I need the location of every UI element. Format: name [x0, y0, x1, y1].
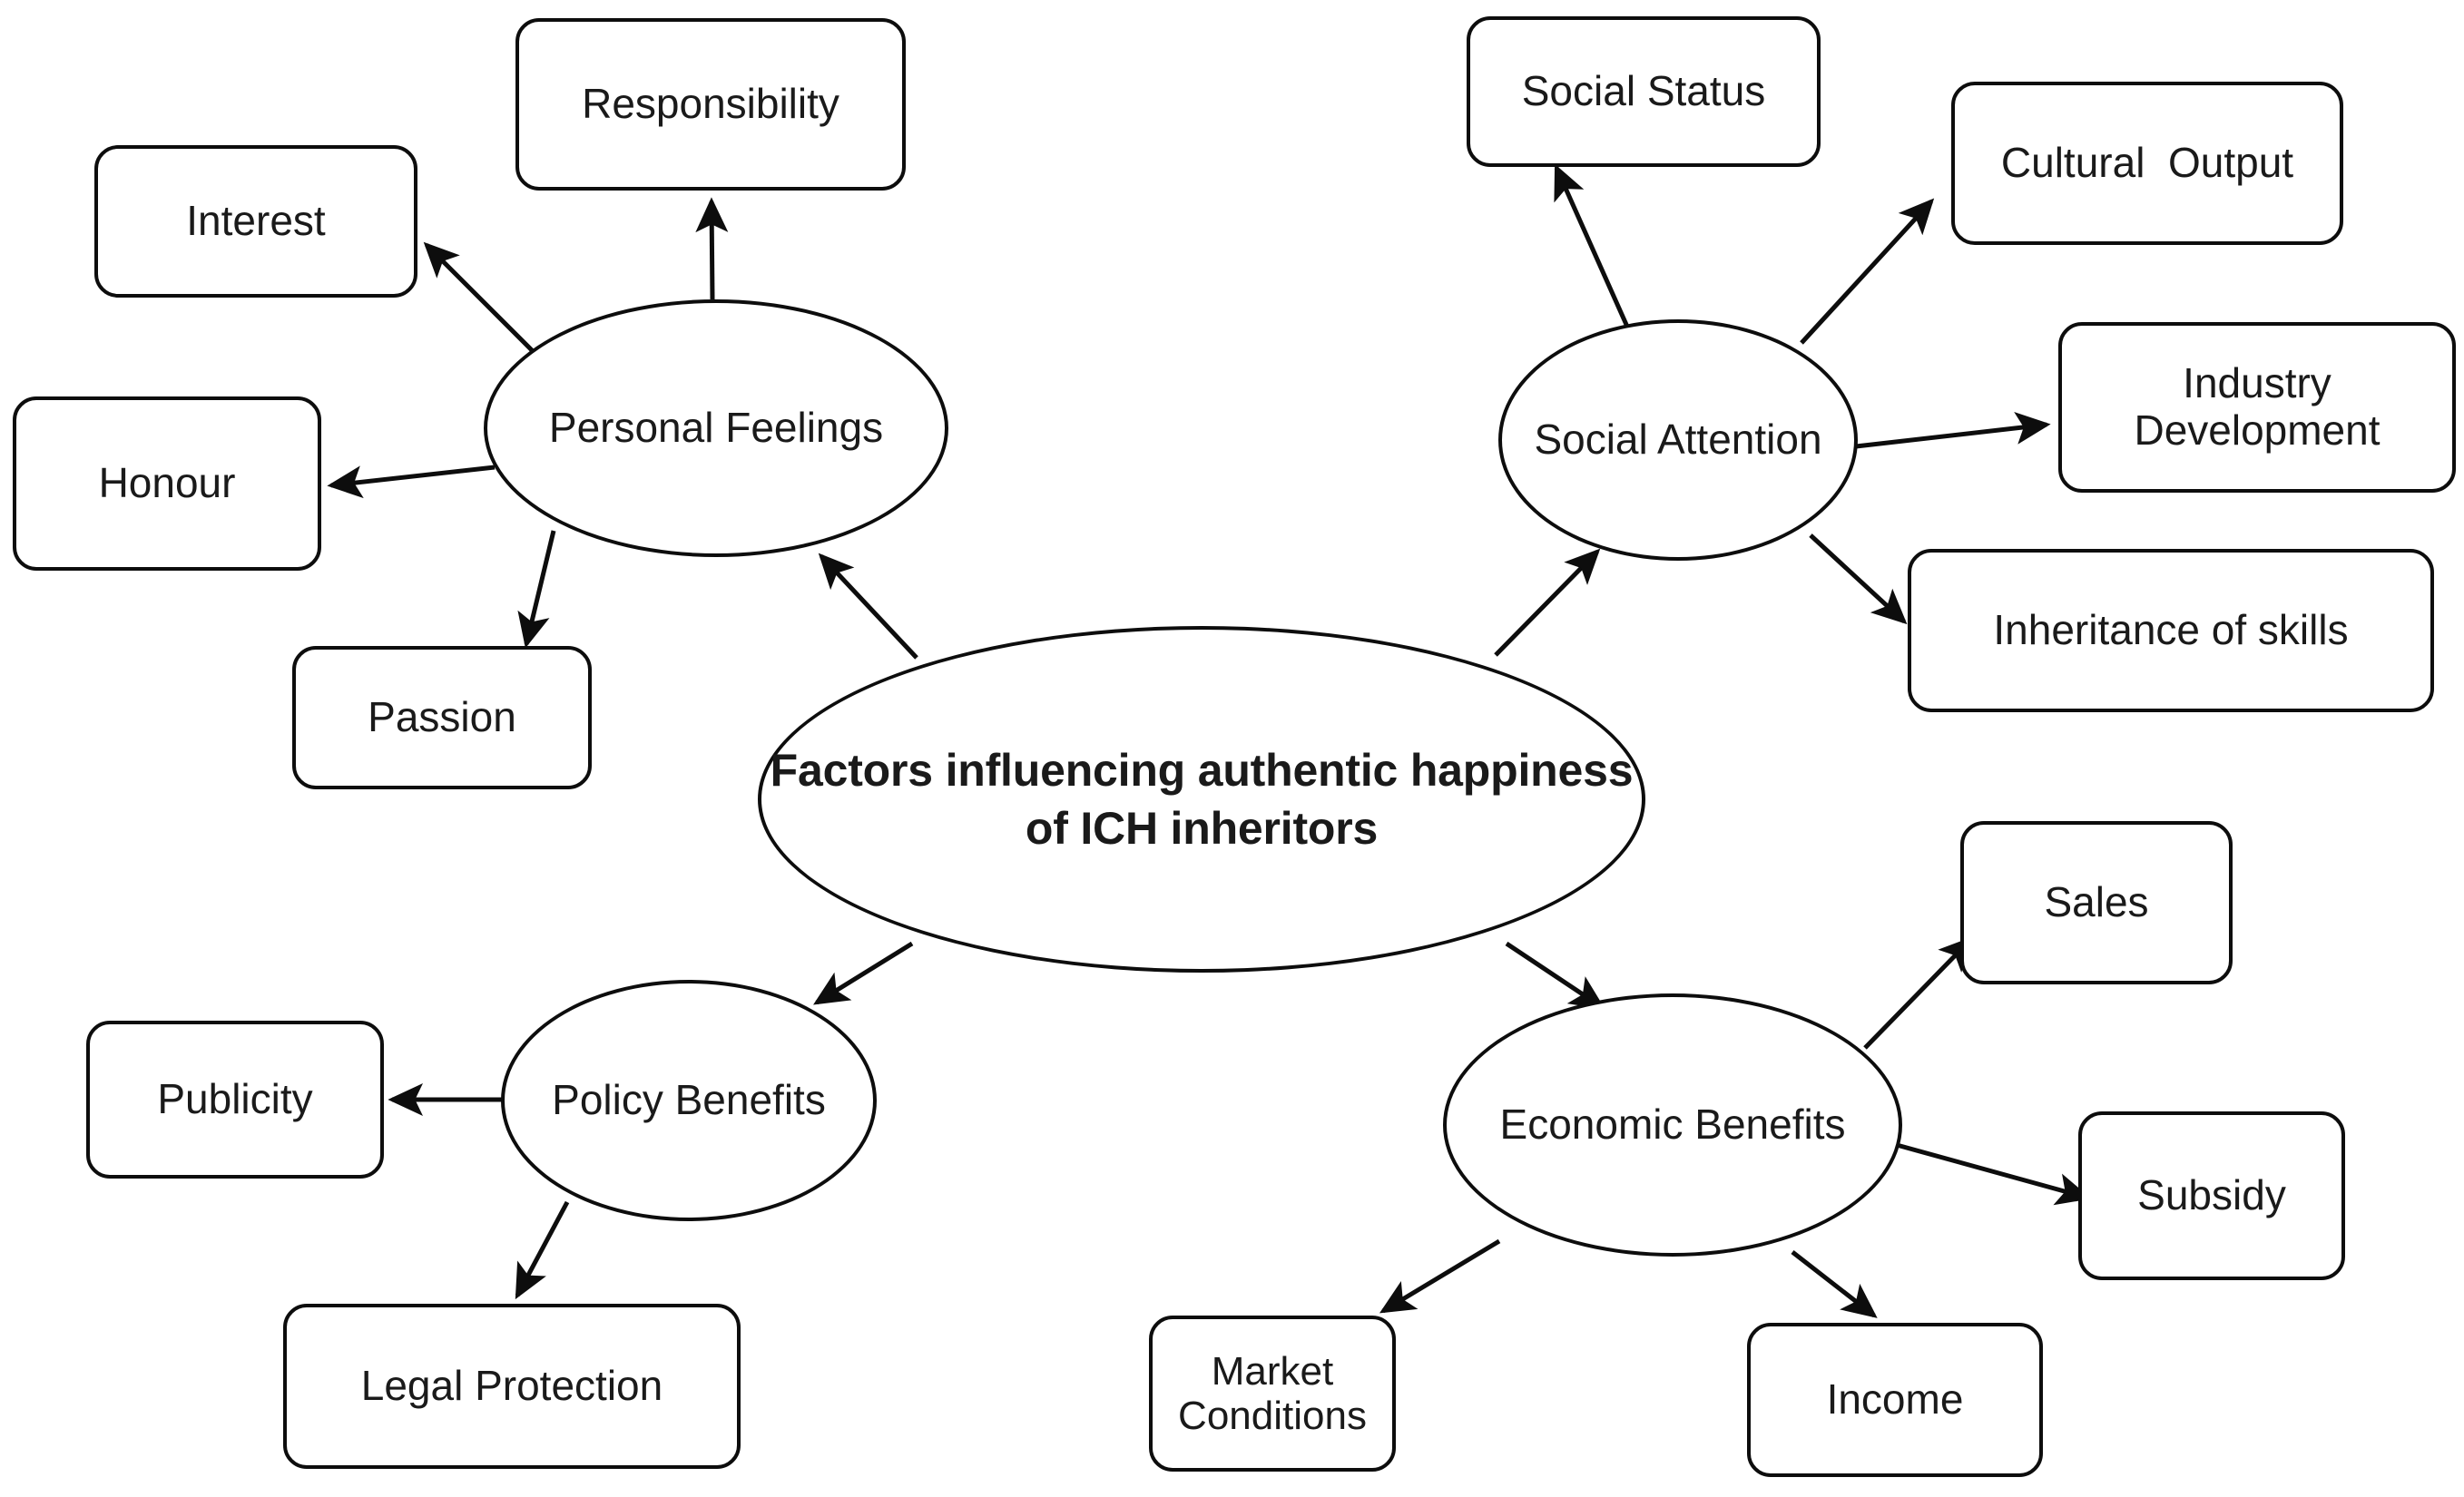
leaf-node-responsibility[interactable]: Responsibility	[515, 18, 906, 191]
edge-economic-benefits-to-sales	[1863, 935, 1975, 1050]
leaf-node-subsidy[interactable]: Subsidy	[2078, 1111, 2345, 1280]
leaf-label-inheritance-of-skills: Inheritance of skills	[1993, 606, 2349, 654]
edge-social-attention-to-industry-development	[1855, 411, 2051, 449]
leaf-node-passion[interactable]: Passion	[292, 646, 592, 789]
leaf-label-sales: Sales	[2044, 878, 2149, 926]
leaf-label-cultural-output: Cultural Output	[2000, 139, 2294, 187]
branch-label-social-attention: Social Attention	[1534, 416, 1822, 464]
edge-policy-benefits-to-legal-protection	[515, 1200, 570, 1300]
branch-node-economic-benefits[interactable]: Economic Benefits	[1443, 993, 1902, 1257]
edge-personal-feelings-to-honour	[327, 465, 496, 499]
edge-economic-benefits-to-market-conditions	[1379, 1238, 1501, 1314]
leaf-label-legal-protection: Legal Protection	[360, 1362, 663, 1410]
branch-label-policy-benefits: Policy Benefits	[552, 1076, 826, 1124]
leaf-node-social-status[interactable]: Social Status	[1467, 16, 1821, 167]
leaf-node-income[interactable]: Income	[1747, 1323, 2043, 1477]
leaf-node-market-conditions[interactable]: Market Conditions	[1149, 1316, 1396, 1472]
leaf-label-social-status: Social Status	[1521, 67, 1766, 115]
leaf-label-industry-development: Industry Development	[2134, 359, 2381, 454]
leaf-node-honour[interactable]: Honour	[13, 396, 321, 571]
leaf-node-cultural-output[interactable]: Cultural Output	[1951, 82, 2343, 245]
leaf-label-publicity: Publicity	[157, 1075, 313, 1123]
leaf-node-inheritance-of-skills[interactable]: Inheritance of skills	[1908, 549, 2434, 712]
leaf-node-interest[interactable]: Interest	[94, 145, 417, 298]
edge-personal-feelings-to-interest	[423, 241, 546, 365]
central-node-label: Factors influencing authentic happiness …	[770, 745, 1646, 854]
leaf-node-legal-protection[interactable]: Legal Protection	[283, 1304, 741, 1469]
edge-center-to-economic-benefits	[1505, 941, 1605, 1010]
leaf-label-honour: Honour	[98, 459, 236, 507]
edge-social-attention-to-cultural-output	[1800, 198, 1935, 345]
edge-social-attention-to-inheritance-of-skills	[1809, 533, 1908, 625]
branch-node-social-attention[interactable]: Social Attention	[1498, 319, 1858, 561]
leaf-node-sales[interactable]: Sales	[1960, 821, 2233, 984]
leaf-label-interest: Interest	[186, 197, 326, 245]
leaf-label-income: Income	[1826, 1375, 1964, 1424]
leaf-node-publicity[interactable]: Publicity	[86, 1021, 384, 1179]
branch-node-policy-benefits[interactable]: Policy Benefits	[501, 980, 877, 1221]
edge-personal-feelings-to-passion	[517, 530, 556, 649]
edge-social-attention-to-social-status	[1554, 163, 1630, 328]
leaf-label-responsibility: Responsibility	[582, 80, 839, 128]
edge-center-to-social-attention	[1494, 548, 1601, 657]
edge-economic-benefits-to-subsidy	[1896, 1142, 2092, 1206]
branch-node-personal-feelings[interactable]: Personal Feelings	[484, 299, 948, 557]
central-node[interactable]: Factors influencing authentic happiness …	[758, 626, 1645, 973]
edge-center-to-policy-benefits	[813, 941, 914, 1005]
leaf-node-industry-development[interactable]: Industry Development	[2058, 322, 2456, 493]
leaf-label-passion: Passion	[368, 693, 516, 741]
edge-center-to-personal-feelings	[818, 553, 918, 660]
leaf-label-subsidy: Subsidy	[2137, 1171, 2286, 1219]
edge-economic-benefits-to-income	[1791, 1250, 1878, 1318]
branch-label-personal-feelings: Personal Feelings	[548, 404, 884, 452]
leaf-label-market-conditions: Market Conditions	[1178, 1348, 1367, 1438]
branch-label-economic-benefits: Economic Benefits	[1499, 1101, 1846, 1149]
